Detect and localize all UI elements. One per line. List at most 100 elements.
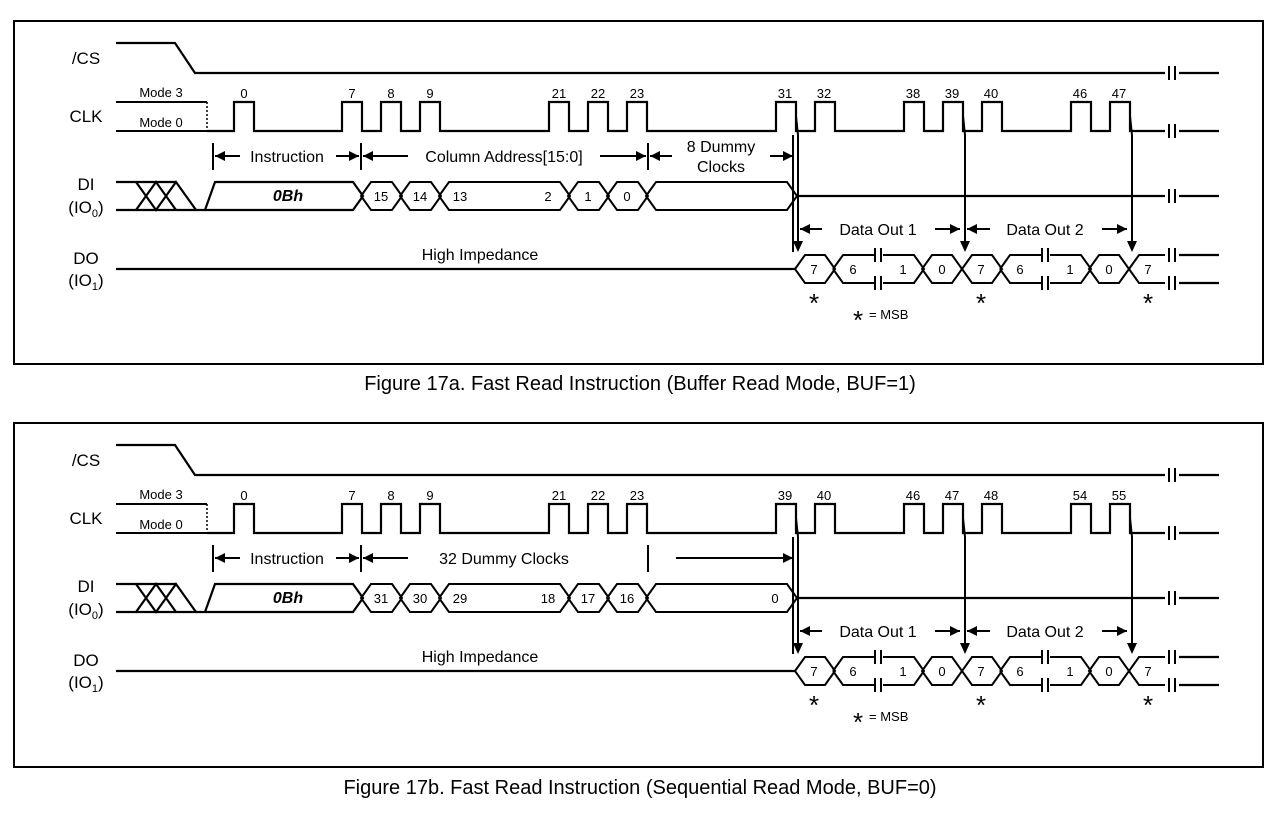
data-bit-cell xyxy=(793,656,837,686)
instruction-arrow-left xyxy=(215,151,225,161)
do-bit: 1 xyxy=(1066,664,1073,679)
data-bit-cell xyxy=(999,656,1041,686)
clock-number: 21 xyxy=(552,86,566,101)
di-bit: 0 xyxy=(623,189,630,204)
di-bit: 14 xyxy=(413,189,427,204)
signal-name-do: DO xyxy=(73,651,99,670)
data-bit-cell xyxy=(1050,656,1093,686)
clock-number: 47 xyxy=(945,488,959,503)
data-bit-cell xyxy=(359,583,404,613)
instruction-label: Instruction xyxy=(250,551,324,568)
di-bit: 29 xyxy=(453,591,467,606)
instruction-arrow-right xyxy=(349,151,359,161)
high-impedance-label: High Impedance xyxy=(422,247,539,264)
data-bit-cell xyxy=(605,181,650,211)
clk-to-do-arrow-head xyxy=(960,643,970,654)
clock-number: 55 xyxy=(1112,488,1126,503)
figure-caption-b: Figure 17b. Fast Read Instruction (Seque… xyxy=(343,777,937,799)
data-out-arrow-right xyxy=(950,626,960,636)
do-bit: 7 xyxy=(810,664,817,679)
do-bit: 6 xyxy=(849,664,856,679)
signal-name-di: DI xyxy=(78,577,95,596)
clock-number: 48 xyxy=(984,488,998,503)
dummy-arrow-right xyxy=(783,151,793,161)
clock-number: 9 xyxy=(426,488,433,503)
signal-name-cs: /CS xyxy=(72,451,100,470)
mode-3-label: Mode 3 xyxy=(139,487,182,502)
signal-name-do: DO xyxy=(73,249,99,268)
instruction-label: Instruction xyxy=(250,149,324,166)
data-bit-cell xyxy=(398,181,443,211)
clk-to-do-arrow xyxy=(962,115,966,250)
address-label: Column Address[15:0] xyxy=(425,149,582,166)
data-out-arrow-left xyxy=(967,626,977,636)
clock-number: 47 xyxy=(1112,86,1126,101)
msb-legend-star: * xyxy=(853,305,863,335)
clk-to-do-arrow-head xyxy=(793,643,803,654)
signal-name-di: DI xyxy=(78,175,95,194)
data-bit-cell xyxy=(1128,254,1165,284)
data-bit-cell xyxy=(644,181,799,211)
do-bit: 1 xyxy=(899,262,906,277)
high-impedance-label: High Impedance xyxy=(422,649,539,666)
di-bit: 31 xyxy=(374,591,388,606)
di-bit: 17 xyxy=(581,591,595,606)
do-tail-lines xyxy=(1179,253,1219,285)
di-bit: 13 xyxy=(453,189,467,204)
clock-number: 7 xyxy=(348,488,355,503)
clock-number: 8 xyxy=(387,488,394,503)
di-bit-last: 0 xyxy=(771,591,778,606)
do-bit: 0 xyxy=(938,664,945,679)
clk-waveform xyxy=(207,502,1165,535)
clk-to-do-arrow-head xyxy=(960,241,970,252)
data-bit-cell xyxy=(832,656,874,686)
clk-to-do-arrow-head xyxy=(1127,241,1137,252)
data-bit-cell xyxy=(437,181,572,211)
do-bit: 0 xyxy=(1105,664,1112,679)
clock-number: 32 xyxy=(817,86,831,101)
data-bit-cell xyxy=(999,254,1041,284)
di-opcode-cell xyxy=(196,582,365,614)
mode-0-label: Mode 0 xyxy=(139,517,182,532)
msb-star: * xyxy=(1143,690,1153,720)
do-bit: 7 xyxy=(1144,262,1151,277)
opcode-value: 0Bh xyxy=(273,590,303,607)
address-label: 32 Dummy Clocks xyxy=(439,551,569,568)
clk-to-do-arrow xyxy=(1129,517,1133,652)
clock-number: 8 xyxy=(387,86,394,101)
clock-number: 40 xyxy=(817,488,831,503)
signal-name-io0: (IO0) xyxy=(68,600,103,622)
data-bit-cell xyxy=(437,583,572,613)
data-out-1-label: Data Out 1 xyxy=(839,222,916,239)
do-bit: 7 xyxy=(977,262,984,277)
data-bit-cell xyxy=(359,181,404,211)
diagram-frame-a xyxy=(13,20,1264,365)
do-bit: 1 xyxy=(899,664,906,679)
data-bit-cell xyxy=(566,181,611,211)
clock-number: 22 xyxy=(591,86,605,101)
data-bit-cell xyxy=(566,583,611,613)
msb-legend-text: = MSB xyxy=(869,709,908,724)
di-dont-care-cross xyxy=(116,180,197,212)
di-bit: 30 xyxy=(413,591,427,606)
cs-waveform xyxy=(116,443,1165,477)
clock-number: 38 xyxy=(906,86,920,101)
data-bit-cell xyxy=(1050,254,1093,284)
clock-number: 31 xyxy=(778,86,792,101)
clk-to-do-arrow xyxy=(795,517,799,652)
do-bit: 7 xyxy=(977,664,984,679)
di-dont-care-lines xyxy=(136,582,196,614)
instruction-arrow-left xyxy=(215,553,225,563)
di-bit: 15 xyxy=(374,189,388,204)
dummy-arrow-left xyxy=(650,151,660,161)
clk-to-do-arrow xyxy=(795,115,799,250)
clock-number: 39 xyxy=(778,488,792,503)
address-arrow-right xyxy=(636,151,646,161)
do-bit: 0 xyxy=(1105,262,1112,277)
di-dont-care-lines xyxy=(136,180,196,212)
di-bit: 16 xyxy=(620,591,634,606)
data-bit-cell xyxy=(883,656,926,686)
opcode-value: 0Bh xyxy=(273,188,303,205)
do-bit: 6 xyxy=(1016,664,1023,679)
clock-number: 40 xyxy=(984,86,998,101)
